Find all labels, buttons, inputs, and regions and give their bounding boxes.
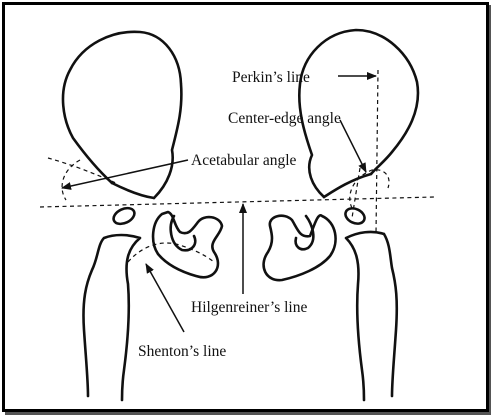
shenton-arrow — [145, 263, 185, 333]
right-femoral-head-dashed — [349, 169, 390, 209]
right-pubis — [262, 214, 337, 282]
hilgenreiners-line — [39, 196, 435, 208]
left-pubis — [151, 210, 224, 279]
center-edge-angle-label: Center-edge angle — [228, 110, 341, 127]
right-ilium — [298, 28, 420, 199]
center-edge-arrow — [339, 119, 367, 173]
center-edge-line — [351, 167, 361, 219]
left-ischium-oval — [112, 206, 136, 226]
left-obturator — [169, 214, 197, 252]
left-acetabular-dashed — [47, 157, 119, 185]
left-femur — [82, 233, 142, 402]
left-acetabulum — [110, 181, 156, 200]
right-acetabulum — [322, 172, 373, 199]
acetabular-arrow — [61, 159, 189, 190]
left-ilium — [61, 30, 183, 200]
acetabular-angle-label: Acetabular angle — [191, 152, 297, 169]
left-femoral-head-dashed — [61, 159, 81, 201]
hilgenreiners-line-label: Hilgenreiner’s line — [191, 299, 307, 316]
right-ischium-oval — [344, 207, 366, 225]
shentons-line-label: Shenton’s line — [138, 343, 226, 360]
perkins-line-label: Perkin’s line — [232, 69, 310, 86]
perkins-line — [375, 69, 379, 235]
right-femur — [344, 230, 399, 402]
shentons-arc — [127, 242, 215, 263]
right-obturator — [294, 214, 315, 251]
